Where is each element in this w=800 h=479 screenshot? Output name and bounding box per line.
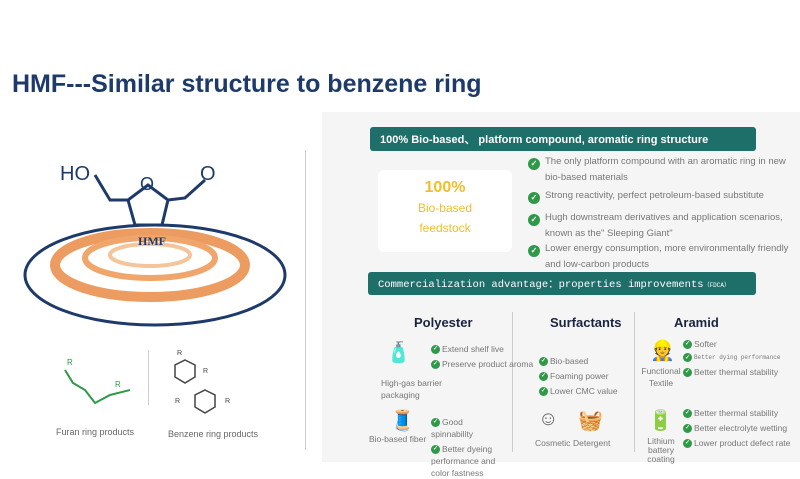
svg-text:R: R: [177, 350, 182, 357]
cosmetic-label: Cosmetic: [535, 438, 571, 448]
divider: [305, 150, 306, 450]
battery-item: ✓Better thermal stability: [683, 408, 779, 419]
check-icon: ✓: [528, 158, 540, 170]
surfactant-item: ✓Lower CMC value: [539, 386, 618, 397]
furan-structure: R R: [64, 358, 131, 405]
furan-label: Furan ring products: [56, 427, 135, 437]
bottle-icon: 🧴: [386, 342, 411, 364]
polyester-title: Polyester: [414, 315, 473, 330]
fiber-label: Bio-based fiber: [369, 434, 427, 444]
svg-text:R: R: [225, 398, 230, 405]
check-icon: ✓: [539, 357, 548, 367]
feature-item: ✓The only platform compound with an arom…: [528, 154, 795, 186]
check-icon: ✓: [431, 345, 440, 355]
benzene-label: Benzene ring products: [168, 429, 259, 439]
hmf-diagram: HO O O HMF: [23, 163, 287, 327]
detergent-icon: 🧺: [578, 410, 603, 432]
fiber-icon: 🧵: [390, 410, 415, 432]
benzene-structure: R R R R: [174, 350, 230, 414]
feature-item: ✓Hugh downstream derivatives and applica…: [528, 210, 795, 242]
section-header-biobased: 100% Bio-based、 platform compound, aroma…: [370, 127, 756, 151]
feature-item: ✓Strong reactivity, perfect petroleum-ba…: [528, 188, 795, 204]
surfactant-item: ✓Foaming power: [539, 371, 609, 382]
textile-label: Functional Textile: [641, 366, 681, 388]
check-icon: ✓: [683, 424, 692, 434]
detergent-label: Detergent: [573, 438, 611, 448]
check-icon: ✓: [528, 192, 540, 204]
divider: [634, 312, 635, 452]
hmf-label: HMF: [138, 234, 166, 248]
check-icon: ✓: [683, 439, 692, 449]
svg-text:R: R: [67, 358, 73, 367]
battery-label: Lithium battery coating: [647, 436, 675, 464]
feature-item: ✓Lower energy consumption, more environm…: [528, 241, 795, 273]
check-icon: ✓: [539, 372, 548, 382]
pack-item: ✓Extend shelf live: [431, 344, 504, 355]
section-header-commercialization: Commercialization advantage：properties i…: [368, 272, 756, 295]
svg-text:R: R: [175, 398, 180, 405]
aramid-title: Aramid: [674, 315, 719, 330]
fiber-item: ✓Good spinnability: [431, 417, 474, 439]
check-icon: ✓: [683, 409, 692, 419]
surfactant-item: ✓Bio-based: [539, 356, 589, 367]
divider: [148, 350, 149, 405]
check-icon: ✓: [528, 214, 540, 226]
bio-pct: 100%: [424, 179, 466, 196]
battery-icon: 🔋: [648, 410, 673, 432]
cosmetic-icon: ☺: [538, 408, 559, 430]
check-icon: ✓: [683, 368, 692, 378]
worker-icon: 👷: [650, 340, 675, 362]
svg-text:R: R: [115, 380, 121, 389]
svg-text:O: O: [140, 174, 154, 194]
textile-item: ✓Better thermal stability: [683, 367, 779, 378]
page-title: HMF---Similar structure to benzene ring: [12, 70, 482, 98]
battery-item: ✓Better electrolyte wetting: [683, 423, 788, 434]
ho-label: HO: [60, 163, 90, 185]
check-icon: ✓: [683, 352, 692, 362]
bio-line2: feedstock: [419, 221, 471, 235]
check-icon: ✓: [431, 418, 440, 428]
check-icon: ✓: [431, 360, 440, 370]
check-icon: ✓: [528, 245, 540, 257]
check-icon: ✓: [539, 387, 548, 397]
check-icon: ✓: [683, 340, 692, 350]
textile-item: ✓Better dying performance: [683, 352, 781, 362]
divider: [512, 312, 513, 452]
bio-based-box: 100% Bio-based feedstock: [378, 170, 512, 252]
textile-item: ✓Softer: [683, 339, 717, 350]
pack-item: ✓Preserve product aroma: [431, 359, 534, 370]
bio-line1: Bio-based: [417, 201, 473, 215]
fiber-item: ✓Better dyeing performance and color fas…: [431, 444, 496, 478]
packaging-label: High-gas barrier packaging: [381, 378, 442, 400]
surfactants-title: Surfactants: [550, 315, 622, 330]
battery-item: ✓Lower product defect rate: [683, 438, 791, 449]
check-icon: ✓: [431, 445, 440, 455]
svg-text:R: R: [203, 368, 208, 375]
svg-text:O: O: [200, 163, 216, 185]
